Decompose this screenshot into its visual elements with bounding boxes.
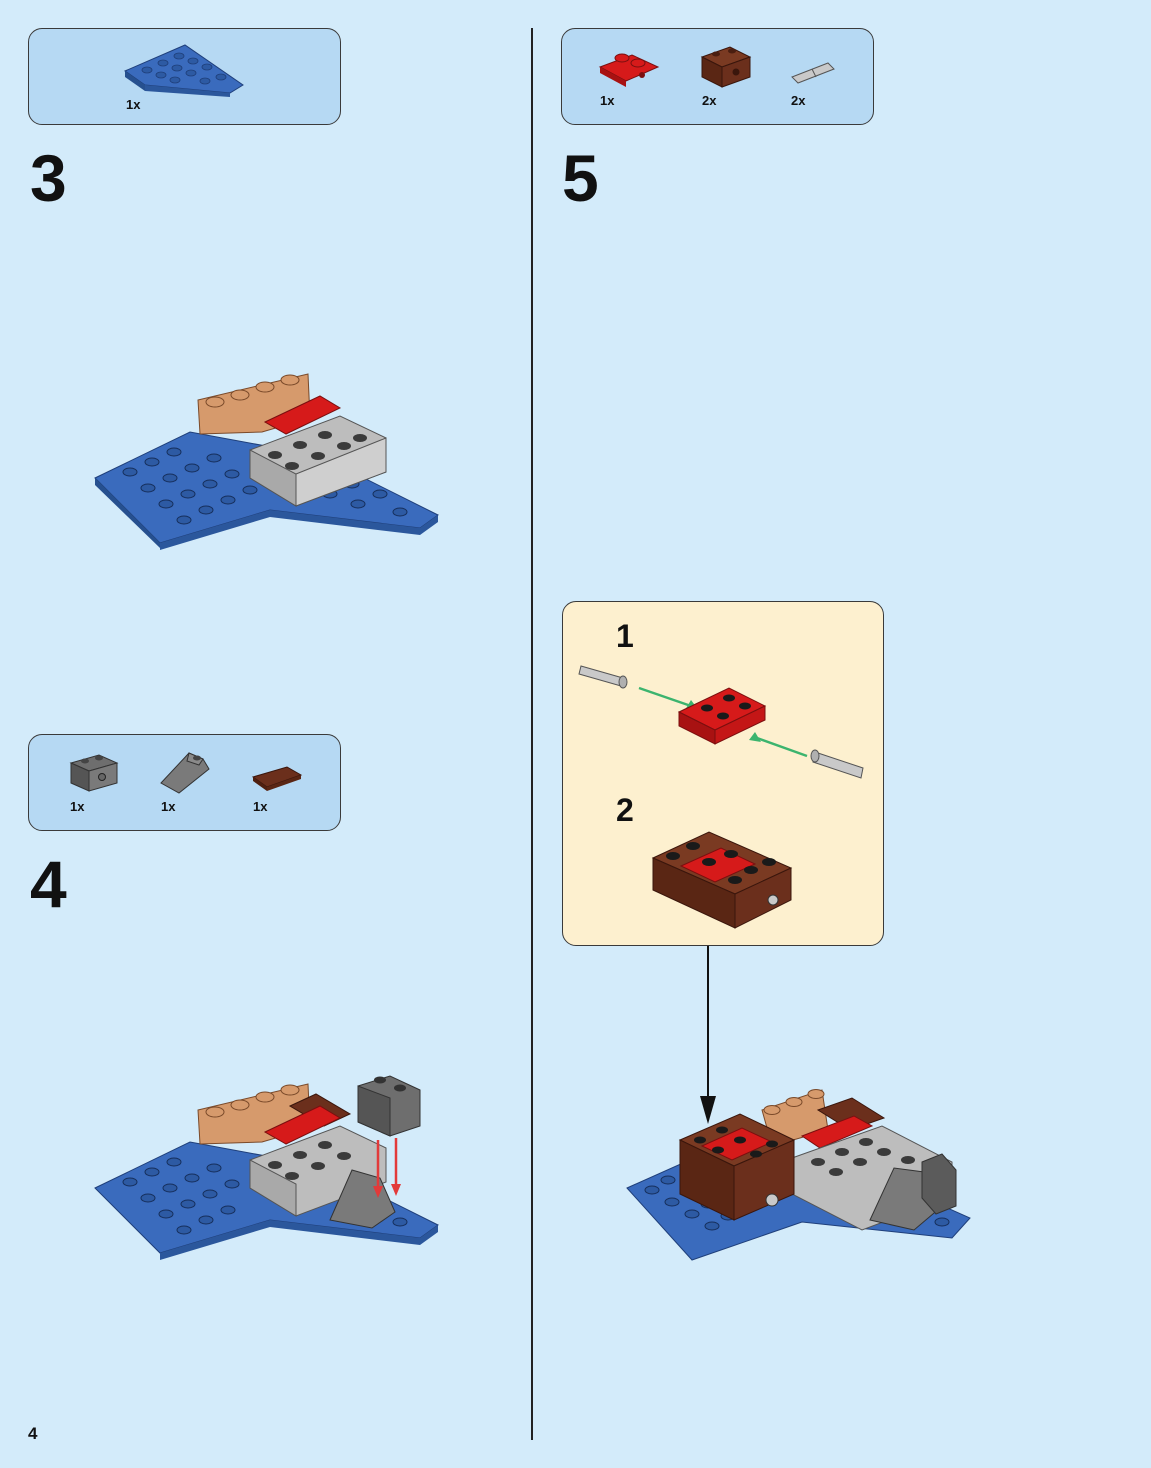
step-5-model-illustration <box>622 1070 977 1270</box>
step-4-model-illustration <box>90 1060 445 1260</box>
step-number: 4 <box>30 851 67 917</box>
substep-number: 1 <box>616 620 634 652</box>
step-3-model-illustration <box>90 360 445 550</box>
pin-insertion-illustration <box>579 652 871 792</box>
reddish-brown-tile-icon <box>251 765 303 793</box>
page-number: 4 <box>28 1424 37 1444</box>
dark-gray-technic-brick-icon <box>69 751 119 791</box>
light-gray-pin-icon <box>790 61 836 85</box>
part-qty: 1x <box>253 799 267 814</box>
step-number: 5 <box>562 145 599 211</box>
red-plate-with-holes-icon <box>598 43 660 87</box>
part-qty: 1x <box>161 799 175 814</box>
substep-number: 2 <box>616 794 634 826</box>
blue-wedge-plate-icon <box>125 41 245 96</box>
column-divider <box>531 28 533 1440</box>
step-5-parts-list: 1x 2x 2x <box>561 28 874 125</box>
part-qty: 1x <box>126 97 140 112</box>
step-number: 3 <box>30 145 67 211</box>
part-qty: 1x <box>70 799 84 814</box>
step-3-parts-list: 1x <box>28 28 341 125</box>
reddish-brown-technic-brick-icon <box>700 43 752 87</box>
dark-gray-slope-icon <box>159 749 211 795</box>
part-qty: 2x <box>791 93 805 108</box>
sub-assembly-callout: 1 2 <box>562 601 884 946</box>
brown-brick-assembly-illustration <box>651 828 793 932</box>
part-qty: 1x <box>600 93 614 108</box>
step-4-parts-list: 1x 1x 1x <box>28 734 341 831</box>
part-qty: 2x <box>702 93 716 108</box>
